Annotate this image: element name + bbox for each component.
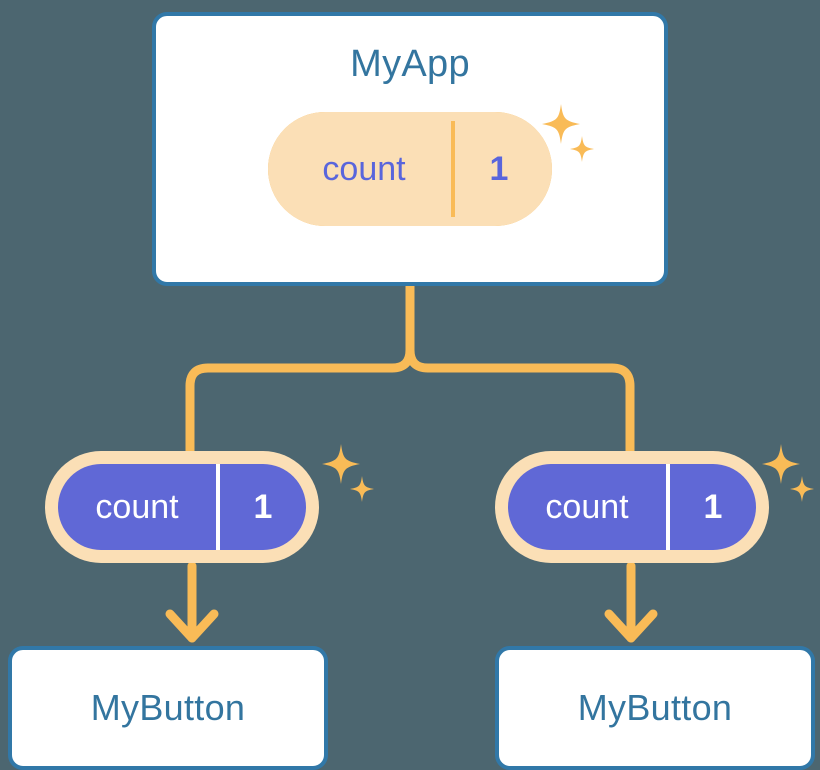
state-pill-child-left-value: 1 (253, 487, 273, 526)
wire-trunk-split (185, 281, 415, 460)
component-card-mybutton-left[interactable]: MyButton (8, 646, 328, 770)
component-label-myapp: MyApp (350, 43, 470, 85)
sparkle-small-icon (350, 476, 374, 502)
sparkle-large-icon (322, 444, 360, 484)
state-pill-root-key: count (277, 121, 455, 217)
sparkle-small-icon (790, 476, 814, 502)
sparkle-group-child-left (322, 444, 374, 502)
state-pill-child-right-key: count (508, 464, 670, 550)
arrow-head-right-icon (604, 609, 658, 643)
state-pill-child-right-body: count 1 (508, 464, 756, 550)
component-card-mybutton-right[interactable]: MyButton (495, 646, 815, 770)
state-pill-root[interactable]: count 1 (268, 112, 552, 226)
wire-trunk-split-right (405, 345, 635, 460)
state-pill-child-left-body: count 1 (58, 464, 306, 550)
component-label-mybutton-left: MyButton (90, 687, 246, 728)
state-pill-root-value: 1 (489, 149, 509, 188)
state-pill-child-left[interactable]: count 1 (45, 451, 319, 563)
state-pill-child-right-value: 1 (703, 487, 723, 526)
component-label-mybutton-right: MyButton (577, 687, 733, 728)
arrow-head-left-icon (165, 609, 219, 643)
state-pill-child-left-key: count (58, 464, 220, 550)
state-pill-child-right[interactable]: count 1 (495, 451, 769, 563)
state-pill-root-glow (268, 112, 552, 226)
sparkle-large-icon (762, 444, 800, 484)
